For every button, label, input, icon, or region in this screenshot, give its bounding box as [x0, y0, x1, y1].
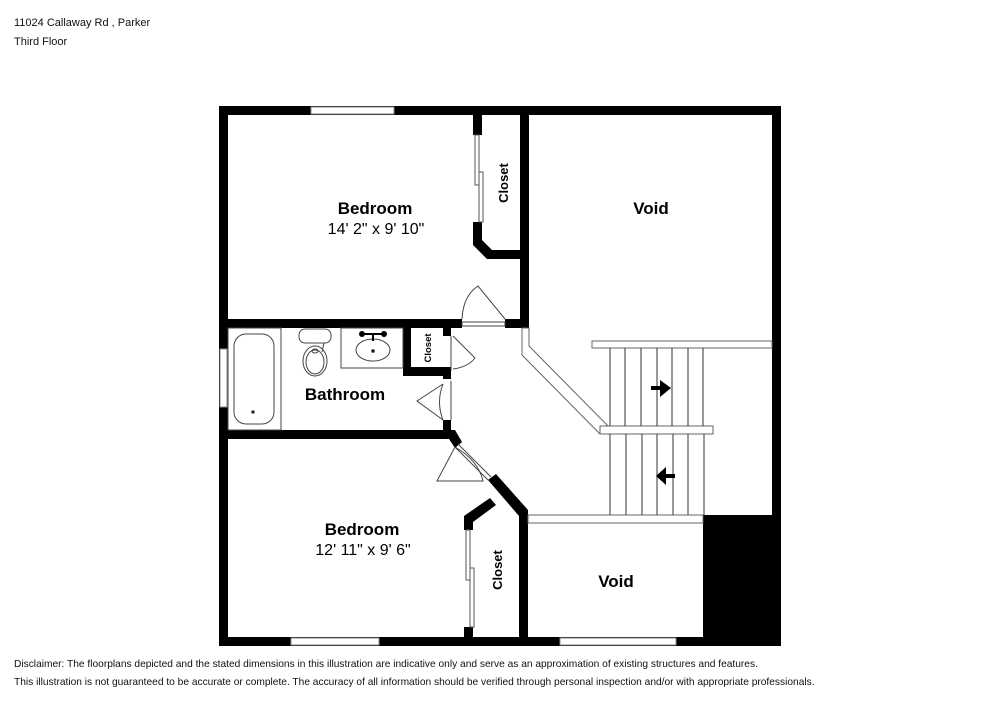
swing-doors	[416, 285, 506, 482]
bedroom-bottom-name: Bedroom	[325, 520, 400, 539]
disclaimer: Disclaimer: The floorplans depicted and …	[14, 656, 815, 692]
property-header: 11024 Callaway Rd , Parker Third Floor	[14, 14, 150, 52]
bedroom-top-dimensions: 14' 2" x 9' 10"	[328, 221, 425, 238]
windows	[219, 106, 677, 646]
bathtub-icon	[227, 327, 282, 431]
bedroom-top-name: Bedroom	[338, 199, 413, 218]
room-bedroom-bottom: Bedroom 12' 11" x 9' 6"	[315, 520, 410, 559]
bedroom-bottom-dimensions: 12' 11" x 9' 6"	[315, 542, 410, 559]
room-bedroom-top: Bedroom 14' 2" x 9' 10"	[328, 199, 425, 238]
void-top-label: Void	[633, 199, 669, 218]
floor-label: Third Floor	[14, 36, 68, 48]
sink-icon	[340, 327, 404, 369]
bathroom-label: Bathroom	[305, 385, 385, 404]
closet-top-label: Closet	[496, 162, 511, 202]
stairs	[609, 348, 705, 515]
stair-railings	[521, 327, 773, 524]
toilet-icon	[298, 328, 332, 377]
disclaimer-line-1: Disclaimer: The floorplans depicted and …	[14, 659, 758, 670]
void-bottom-label: Void	[598, 572, 634, 591]
interior-walls	[219, 106, 781, 646]
sliding-doors	[465, 134, 484, 628]
closet-bottom-label: Closet	[490, 549, 505, 589]
stair-arrow-right-icon	[651, 380, 671, 397]
property-address: 11024 Callaway Rd , Parker	[14, 17, 151, 29]
stair-arrow-left-icon	[656, 467, 675, 485]
closet-bath-label: Closet	[423, 333, 434, 363]
disclaimer-line-2: This illustration is not guaranteed to b…	[14, 677, 815, 688]
